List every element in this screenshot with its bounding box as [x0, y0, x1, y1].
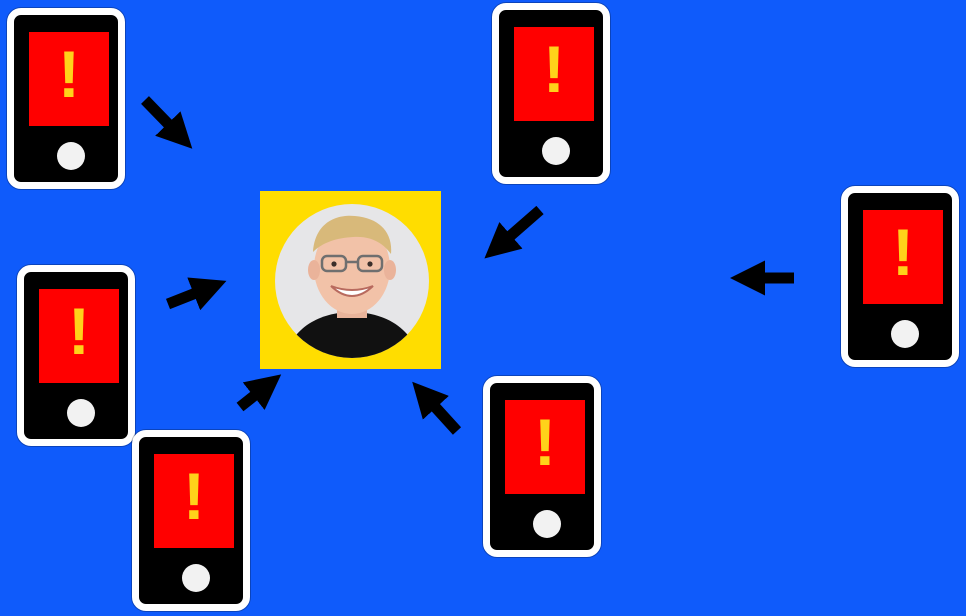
alert-icon: !: [58, 37, 80, 111]
arrow-icon: [236, 374, 282, 412]
home-button: [891, 320, 919, 348]
arrow-icon: [484, 205, 544, 259]
alert-icon: !: [543, 32, 565, 106]
phone-screen: !: [39, 289, 119, 383]
phone-screen: !: [29, 32, 109, 126]
alert-icon: !: [534, 405, 556, 479]
home-button: [67, 399, 95, 427]
home-button: [542, 137, 570, 165]
phone-right: !: [841, 186, 959, 367]
phone-screen: !: [863, 210, 943, 304]
person-avatar-icon: [275, 204, 429, 358]
phone-bottom-center: !: [483, 376, 601, 557]
phone-top-left: !: [7, 8, 125, 189]
phone-screen: !: [505, 400, 585, 494]
phone-middle-left: !: [17, 265, 135, 446]
alert-icon: !: [892, 215, 914, 289]
home-button: [533, 510, 561, 538]
phone-screen: !: [154, 454, 234, 548]
phone-screen: !: [514, 27, 594, 121]
alert-icon: !: [68, 294, 90, 368]
alert-icon: !: [183, 459, 205, 533]
home-button: [57, 142, 85, 170]
arrow-icon: [141, 96, 193, 149]
home-button: [182, 564, 210, 592]
arrow-icon: [412, 381, 462, 435]
arrow-icon: [165, 277, 227, 311]
phone-bottom-left: !: [132, 430, 250, 611]
avatar-frame: [260, 191, 441, 369]
phone-top-center: !: [492, 3, 610, 184]
